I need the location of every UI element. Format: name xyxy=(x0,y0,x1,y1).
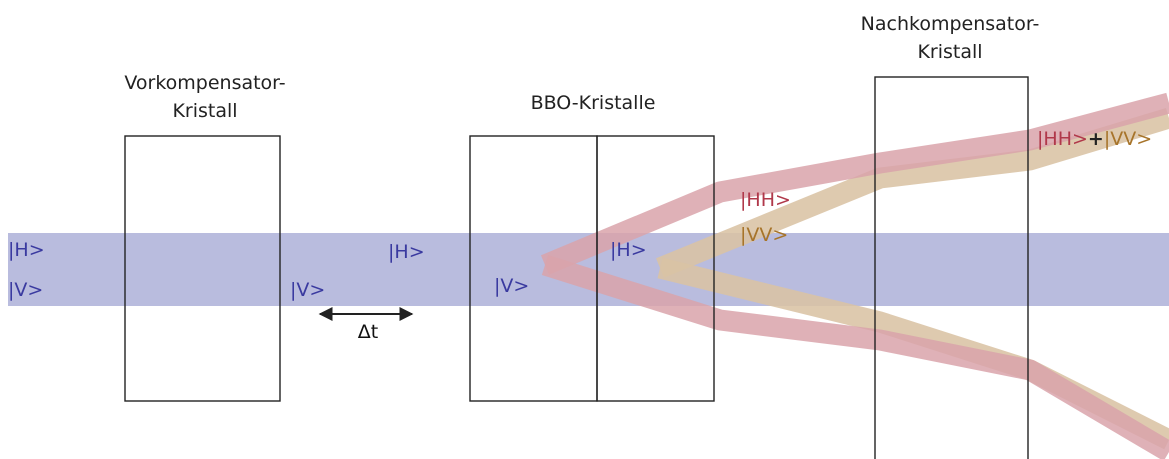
inside-bbo-v-label: |V> xyxy=(494,275,529,297)
precompensator-title-line1: Vorkompensator- xyxy=(124,72,285,94)
output-state-label: |HH>+|VV> xyxy=(1037,128,1152,150)
before-bbo-h-label: |H> xyxy=(388,241,425,263)
bbo-title: BBO-Kristalle xyxy=(531,92,656,114)
after-precomp-v-label: |V> xyxy=(290,279,325,301)
hh-label: |HH> xyxy=(740,189,791,211)
delta-t-label: Δt xyxy=(358,321,378,343)
hh-beam-lower xyxy=(541,254,1169,459)
output-plus: + xyxy=(1088,128,1104,150)
hh-beam-upper xyxy=(540,92,1169,275)
postcompensator-crystal xyxy=(874,76,1029,459)
bbo-crystal-right xyxy=(596,135,715,402)
vv-beam-upper xyxy=(656,107,1169,278)
precompensator-title-line2: Kristall xyxy=(172,100,237,122)
input-v-label: |V> xyxy=(8,279,43,301)
vv-label: |VV> xyxy=(740,224,788,246)
postcompensator-title-line1: Nachkompensator- xyxy=(861,13,1040,35)
postcompensator-title-line2: Kristall xyxy=(917,41,982,63)
inside-bbo-h-label: |H> xyxy=(610,239,647,261)
output-hh: |HH> xyxy=(1037,128,1088,150)
input-h-label: |H> xyxy=(8,239,45,261)
precompensator-crystal xyxy=(124,135,281,402)
output-vv: |VV> xyxy=(1104,128,1152,150)
